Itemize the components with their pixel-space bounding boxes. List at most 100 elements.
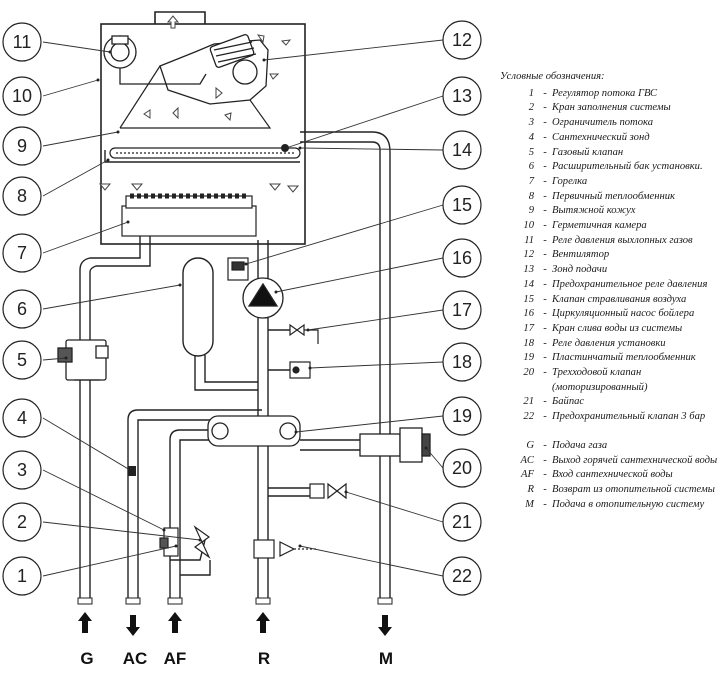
legend-text: Расширительный бак установки. — [552, 161, 703, 173]
drain-tap — [289, 323, 319, 344]
legend-dash: - — [543, 337, 547, 349]
pressure-switch-flue — [103, 35, 207, 85]
callout: 20 — [442, 448, 482, 488]
legend-item: 1-Регулятор потока ГВС — [500, 87, 725, 102]
legend-dash: - — [543, 131, 547, 143]
callout-number: 18 — [452, 352, 472, 372]
circulation-pump — [242, 277, 284, 319]
legend-item: M-Подача в отопительную систему — [500, 498, 725, 513]
legend-item: 2-Кран заполнения системы — [500, 101, 725, 116]
legend-code: M — [525, 498, 534, 510]
legend-code: 18 — [523, 337, 534, 349]
legend-item: 16-Циркуляционный насос бойлера — [500, 307, 725, 322]
legend-text: Трехходовой клапан (моторизированный) — [552, 367, 648, 393]
callout-number: 5 — [17, 350, 27, 370]
callout-number: 2 — [17, 512, 27, 532]
legend-item: 13-Зонд подачи — [500, 263, 725, 278]
legend-code: 8 — [528, 190, 534, 202]
legend-code: 4 — [528, 131, 534, 143]
callout: 16 — [442, 238, 482, 278]
legend-item: 9-Вытяжной кожух — [500, 204, 725, 219]
callout: 18 — [442, 342, 482, 382]
legend-item: 7-Горелка — [500, 175, 725, 190]
legend-text: Вытяжной кожух — [552, 205, 636, 217]
sealed-chamber — [100, 11, 306, 245]
callout: 2 — [2, 502, 42, 542]
legend-text: Горелка — [552, 175, 588, 187]
legend-code: 19 — [523, 352, 534, 364]
legend-dash: - — [543, 190, 547, 202]
legend-text: Предохранительное реле давления — [552, 278, 708, 290]
legend-code: 20 — [523, 367, 534, 379]
legend-text: Кран слива воды из системы — [552, 322, 683, 334]
legend-text: Сантехнический зонд — [552, 131, 650, 143]
plate-heat-exchanger — [207, 415, 301, 447]
callout-number: 4 — [17, 408, 27, 428]
callout-number: 14 — [452, 140, 472, 160]
legend-text: Выход горячей сантехнической воды — [552, 454, 718, 466]
legend-code: 14 — [523, 278, 534, 290]
legend-dash: - — [543, 396, 547, 408]
legend-dash: - — [543, 205, 547, 217]
legend-dash: - — [543, 220, 547, 232]
callout: 22 — [442, 556, 482, 596]
callout: 19 — [442, 396, 482, 436]
legend-item: 8-Первичный теплообменник — [500, 190, 725, 205]
legend-text: Регулятор потока ГВС — [552, 87, 658, 99]
legend-item: 5-Газовый клапан — [500, 146, 725, 161]
callout: 1 — [2, 556, 42, 596]
callout-number: 9 — [17, 136, 27, 156]
legend-code: 2 — [528, 102, 534, 114]
legend-text: Возврат из отопительной системы — [552, 483, 715, 495]
legend-item: R-Возврат из отопительной системы — [500, 483, 725, 498]
legend-dash: - — [543, 439, 547, 451]
legend-text: Первичный теплообменник — [552, 190, 675, 202]
legend-text: Ограничитель потока — [552, 117, 653, 129]
callout: 8 — [2, 176, 42, 216]
legend-code: 22 — [523, 411, 534, 423]
legend-dash: - — [543, 308, 547, 320]
legend-item: AC-Выход горячей сантехнической воды — [500, 454, 725, 469]
legend-dash: - — [543, 264, 547, 276]
fan — [159, 34, 269, 105]
callout-number: 10 — [12, 86, 32, 106]
pressure-switch-installation — [289, 361, 311, 379]
flue-hood — [119, 65, 272, 129]
primary-heat-exchanger — [109, 147, 301, 159]
legend-dash: - — [543, 175, 547, 187]
callout-number: 19 — [452, 406, 472, 426]
arrow-up-icon — [256, 612, 270, 633]
legend-dash: - — [543, 322, 547, 334]
legend-code: R — [527, 483, 534, 495]
legend-item: 20-Трехходовой клапан (моторизированный) — [500, 366, 725, 395]
callout: 12 — [442, 20, 482, 60]
legend-text: Байпас — [552, 396, 585, 408]
legend-text: Реле давления выхлопных газов — [552, 234, 693, 246]
callout-number: 15 — [452, 195, 472, 215]
legend-code: 21 — [523, 396, 534, 408]
legend-text: Клапан стравливания воздуха — [552, 293, 687, 305]
legend-code: 7 — [528, 175, 534, 187]
legend-item: 11-Реле давления выхлопных газов — [500, 234, 725, 249]
callout: 11 — [2, 22, 42, 62]
legend-dash: - — [543, 87, 547, 99]
callout-number: 13 — [452, 86, 472, 106]
sanitary-probe — [128, 466, 136, 476]
legend-code: 1 — [528, 87, 534, 99]
callout: 10 — [2, 76, 42, 116]
supply-probe — [281, 144, 289, 152]
legend-dash: - — [543, 367, 547, 379]
callout: 5 — [2, 340, 42, 380]
legend-code: 16 — [523, 308, 534, 320]
legend-code: AC — [520, 454, 534, 466]
callout-number: 22 — [452, 566, 472, 586]
legend-item: 21-Байпас — [500, 395, 725, 410]
legend-item: 10-Герметичная камера — [500, 219, 725, 234]
legend-code: G — [526, 439, 534, 451]
callout: 13 — [442, 76, 482, 116]
airflow-arrows — [98, 15, 300, 193]
legend-item: 12-Вентилятор — [500, 248, 725, 263]
callout-number: 1 — [17, 566, 27, 586]
